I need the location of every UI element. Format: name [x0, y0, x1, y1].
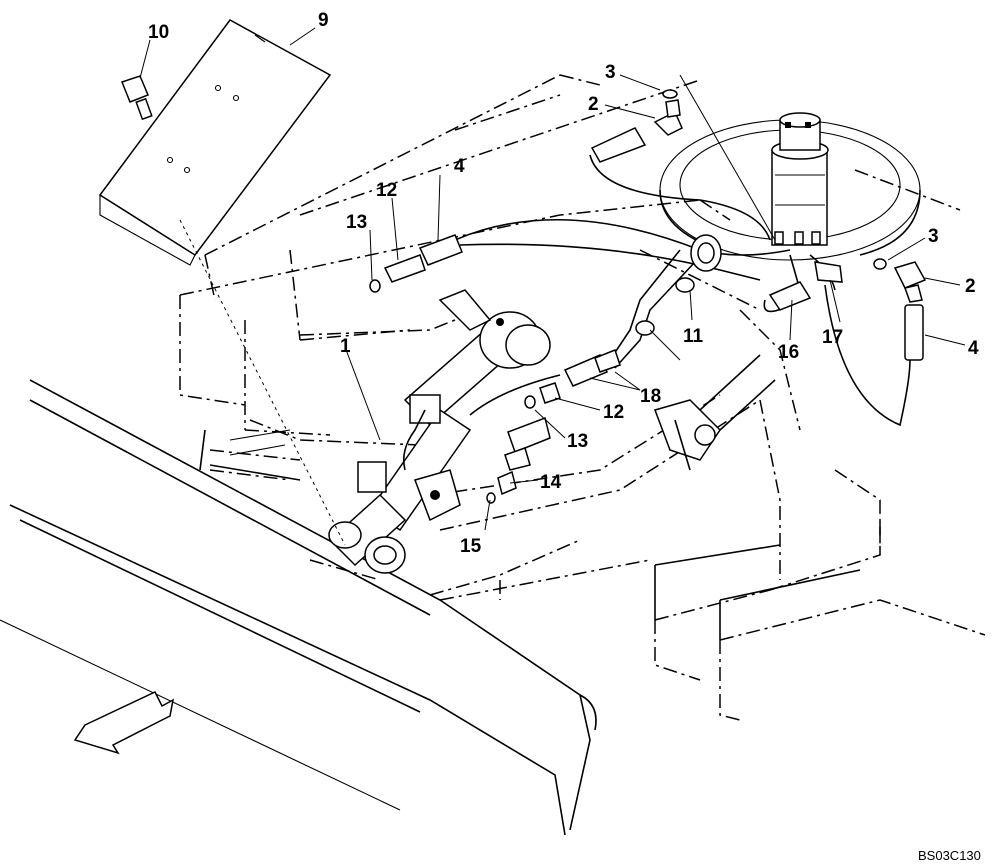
callout-4-right: 4 — [968, 338, 979, 359]
blade-bracket — [654, 354, 776, 471]
center-swivel-joint — [771, 112, 829, 246]
callout-17: 17 — [822, 327, 843, 348]
callout-2-top: 2 — [588, 94, 599, 115]
front-direction-arrow-icon — [73, 691, 175, 755]
callout-3-top: 3 — [605, 62, 616, 83]
crawler-frame — [0, 379, 861, 836]
callout-labels: 10 9 3 2 4 12 13 3 2 4 11 17 16 1 18 12 … — [148, 10, 981, 863]
callout-4-left: 4 — [454, 156, 465, 177]
callout-16: 16 — [778, 342, 799, 363]
leader-lines — [139, 27, 966, 546]
callout-2-right: 2 — [965, 276, 976, 297]
callout-12-lower: 12 — [603, 402, 624, 423]
callout-13-lower: 13 — [567, 431, 588, 452]
callout-9: 9 — [318, 10, 329, 31]
callout-18: 18 — [640, 386, 661, 407]
callout-12-upper: 12 — [376, 180, 397, 201]
callout-3-right: 3 — [928, 226, 939, 247]
fittings — [369, 89, 927, 504]
callout-13-upper: 13 — [346, 212, 367, 233]
callout-11: 11 — [683, 326, 704, 347]
frame-outline — [179, 74, 986, 721]
callout-1: 1 — [340, 336, 351, 357]
bolt — [121, 75, 153, 121]
callout-10: 10 — [148, 22, 169, 43]
cylinder-assembly — [328, 289, 551, 574]
cover-plate — [98, 19, 332, 266]
drawing-code: BS03C130 — [918, 848, 981, 863]
callout-14: 14 — [540, 472, 562, 493]
callout-15: 15 — [460, 536, 482, 557]
